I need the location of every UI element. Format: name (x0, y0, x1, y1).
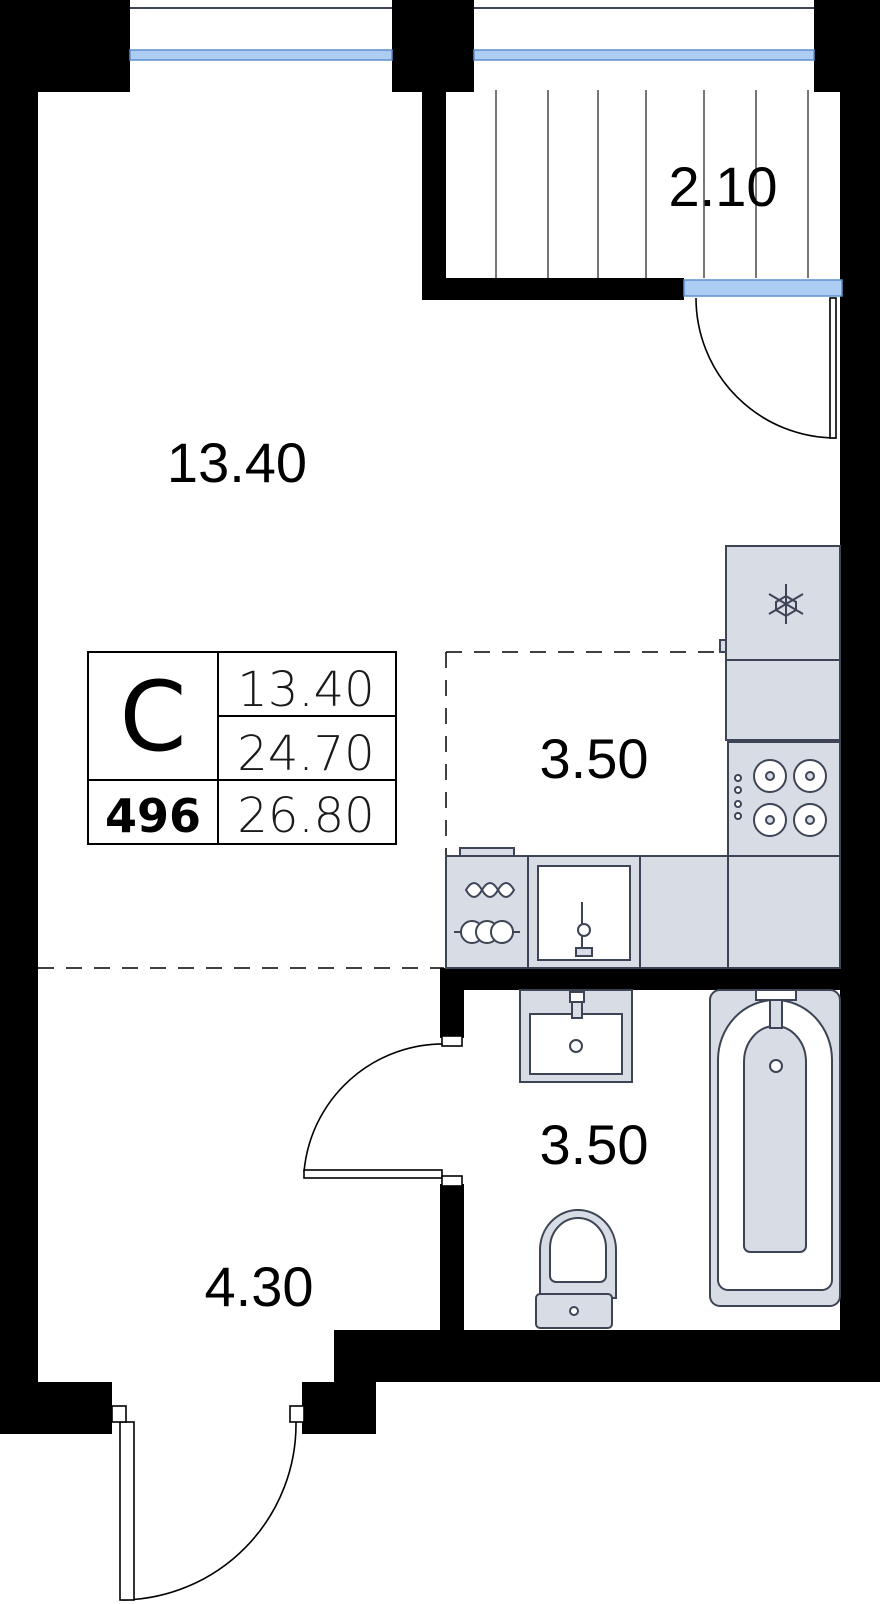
wall-bottom-right (334, 1330, 880, 1382)
washing-machine-icon (454, 882, 520, 944)
wall-bottom-mid (302, 1382, 376, 1434)
kitchen-area-label: 3.50 (540, 727, 649, 790)
stove (727, 741, 841, 857)
bathtub-drain-icon (769, 1059, 783, 1073)
balcony-door-leaf (829, 297, 837, 439)
bathroom-fixtures (519, 989, 841, 1329)
doors (111, 297, 837, 1601)
entrance-door-arc (121, 1421, 297, 1601)
hallway-area-label: 4.30 (205, 1255, 314, 1318)
washbasin-drain-icon (569, 1039, 583, 1053)
toilet-flush-icon (569, 1306, 579, 1316)
bathroom-door-jamb-top (441, 1035, 463, 1047)
cabinet-counter (639, 855, 729, 969)
living-room-area-label: 13.40 (167, 431, 307, 494)
bathroom-area-label: 3.50 (540, 1113, 649, 1176)
balcony-slats (495, 90, 809, 278)
wall-balcony-bottom (422, 278, 684, 300)
area-2-value: 24.70 (237, 726, 374, 782)
cabinet-right-lower (727, 855, 841, 969)
bathroom-door-leaf (303, 1169, 443, 1179)
zone-separators (38, 651, 730, 969)
wall-bottom-left (0, 1382, 112, 1434)
wall-top-left (0, 0, 130, 92)
walls (0, 0, 880, 1434)
total-area-value: 26.80 (237, 788, 374, 844)
washing-machine (445, 855, 529, 969)
bathroom-door-arc (303, 1043, 449, 1173)
kitchen-fixtures (445, 545, 841, 969)
balcony-area-label: 2.10 (669, 155, 778, 218)
entrance-door-leaf (119, 1421, 135, 1601)
balcony-door-glass (683, 279, 843, 297)
bathroom-door-jamb-bottom (441, 1175, 463, 1187)
cabinet-right-upper (725, 659, 841, 741)
wall-balcony-left (422, 88, 446, 300)
wall-left (0, 0, 38, 1404)
living-area-value: 13.40 (237, 662, 374, 718)
apartment-summary: С 496 13.40 24.70 26.80 (87, 651, 397, 845)
entrance-jamb-right (289, 1405, 305, 1423)
wall-bath-left-lower (440, 1184, 464, 1336)
windows (129, 7, 843, 297)
stove-burners-icon (734, 759, 827, 837)
apartment-type: С (119, 661, 186, 773)
washing-machine-top (459, 847, 515, 857)
fridge-handle (719, 639, 727, 653)
wall-top-pillar (392, 0, 474, 92)
entrance-jamb-left (111, 1405, 127, 1423)
toilet-seat (549, 1217, 607, 1283)
kitchen-sink-bowl (537, 865, 631, 961)
window-right (473, 49, 815, 61)
room-labels: 2.10 13.40 3.50 3.50 4.30 (167, 155, 778, 1318)
summary-frame (87, 651, 397, 845)
balcony-door-arc (695, 297, 837, 439)
wall-bath-left-upper (440, 968, 464, 1038)
window-left (129, 49, 393, 61)
wall-kitchen-bath (440, 968, 840, 990)
kitchen-sink-drain-icon (577, 923, 591, 937)
wall-right (840, 0, 880, 1382)
apartment-number: 496 (105, 789, 201, 843)
snowflake-icon (768, 584, 804, 624)
